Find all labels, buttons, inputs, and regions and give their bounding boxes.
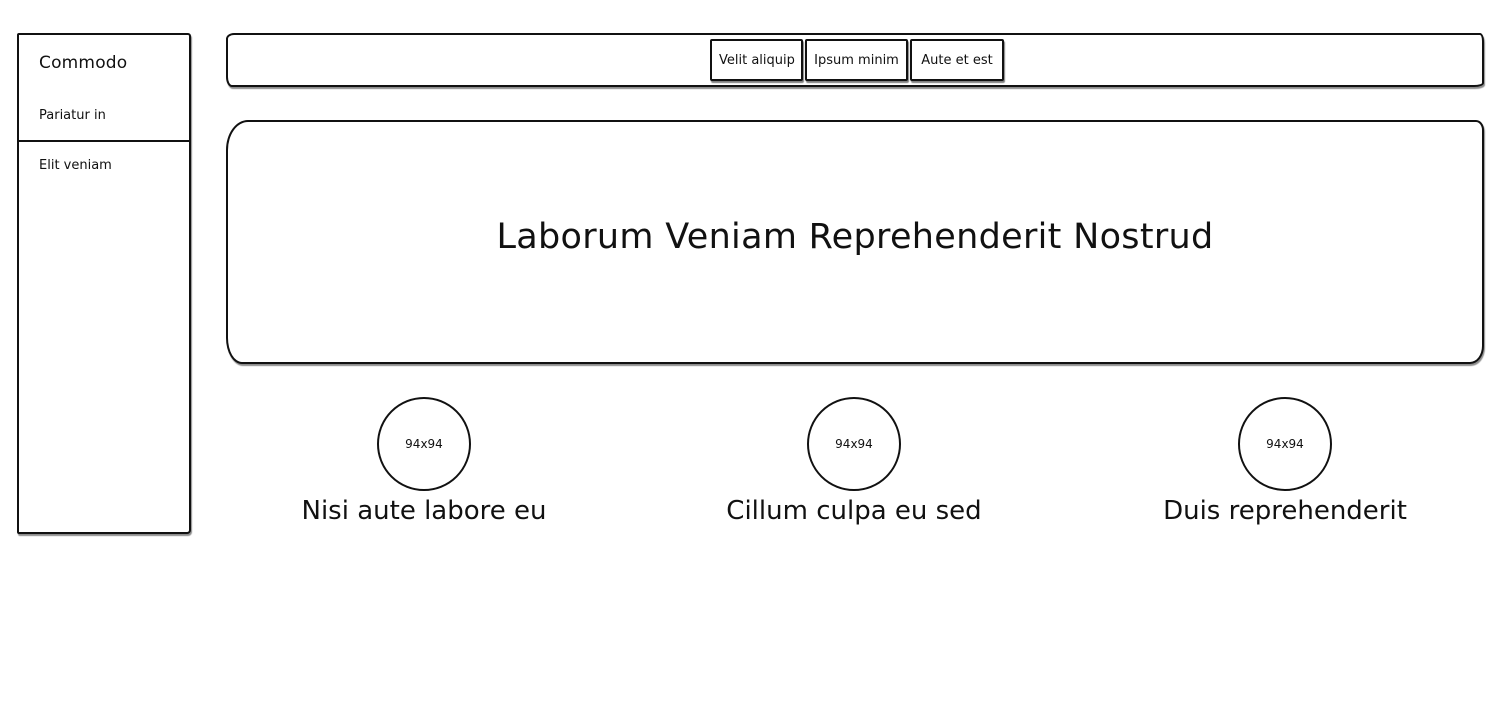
feature-card: 94x94 Cillum culpa eu sed — [684, 397, 1024, 526]
sidebar: Commodo Pariatur in Elit veniam — [17, 33, 191, 534]
nav-button-ipsum-minim[interactable]: Ipsum minim — [805, 39, 908, 81]
feature-card: 94x94 Nisi aute labore eu — [254, 397, 594, 526]
feature-image-placeholder: 94x94 — [1238, 397, 1332, 491]
nav-button-group: Velit aliquip Ipsum minim Aute et est — [710, 39, 1004, 81]
feature-image-placeholder: 94x94 — [377, 397, 471, 491]
hero-banner: Laborum Veniam Reprehenderit Nostrud — [226, 120, 1484, 364]
feature-title: Cillum culpa eu sed — [726, 496, 982, 526]
nav-button-aute-et-est[interactable]: Aute et est — [910, 39, 1004, 81]
sidebar-title: Commodo — [39, 53, 128, 73]
nav-button-velit-aliquip[interactable]: Velit aliquip — [710, 39, 803, 81]
sidebar-divider — [19, 140, 189, 142]
hero-title: Laborum Veniam Reprehenderit Nostrud — [496, 217, 1214, 257]
feature-title: Duis reprehenderit — [1163, 496, 1407, 526]
top-navbar: Velit aliquip Ipsum minim Aute et est — [226, 33, 1484, 87]
sidebar-item-elit-veniam[interactable]: Elit veniam — [39, 158, 112, 173]
sidebar-item-pariatur-in[interactable]: Pariatur in — [39, 108, 106, 123]
feature-title: Nisi aute labore eu — [301, 496, 547, 526]
feature-card: 94x94 Duis reprehenderit — [1115, 397, 1455, 526]
feature-image-placeholder: 94x94 — [807, 397, 901, 491]
